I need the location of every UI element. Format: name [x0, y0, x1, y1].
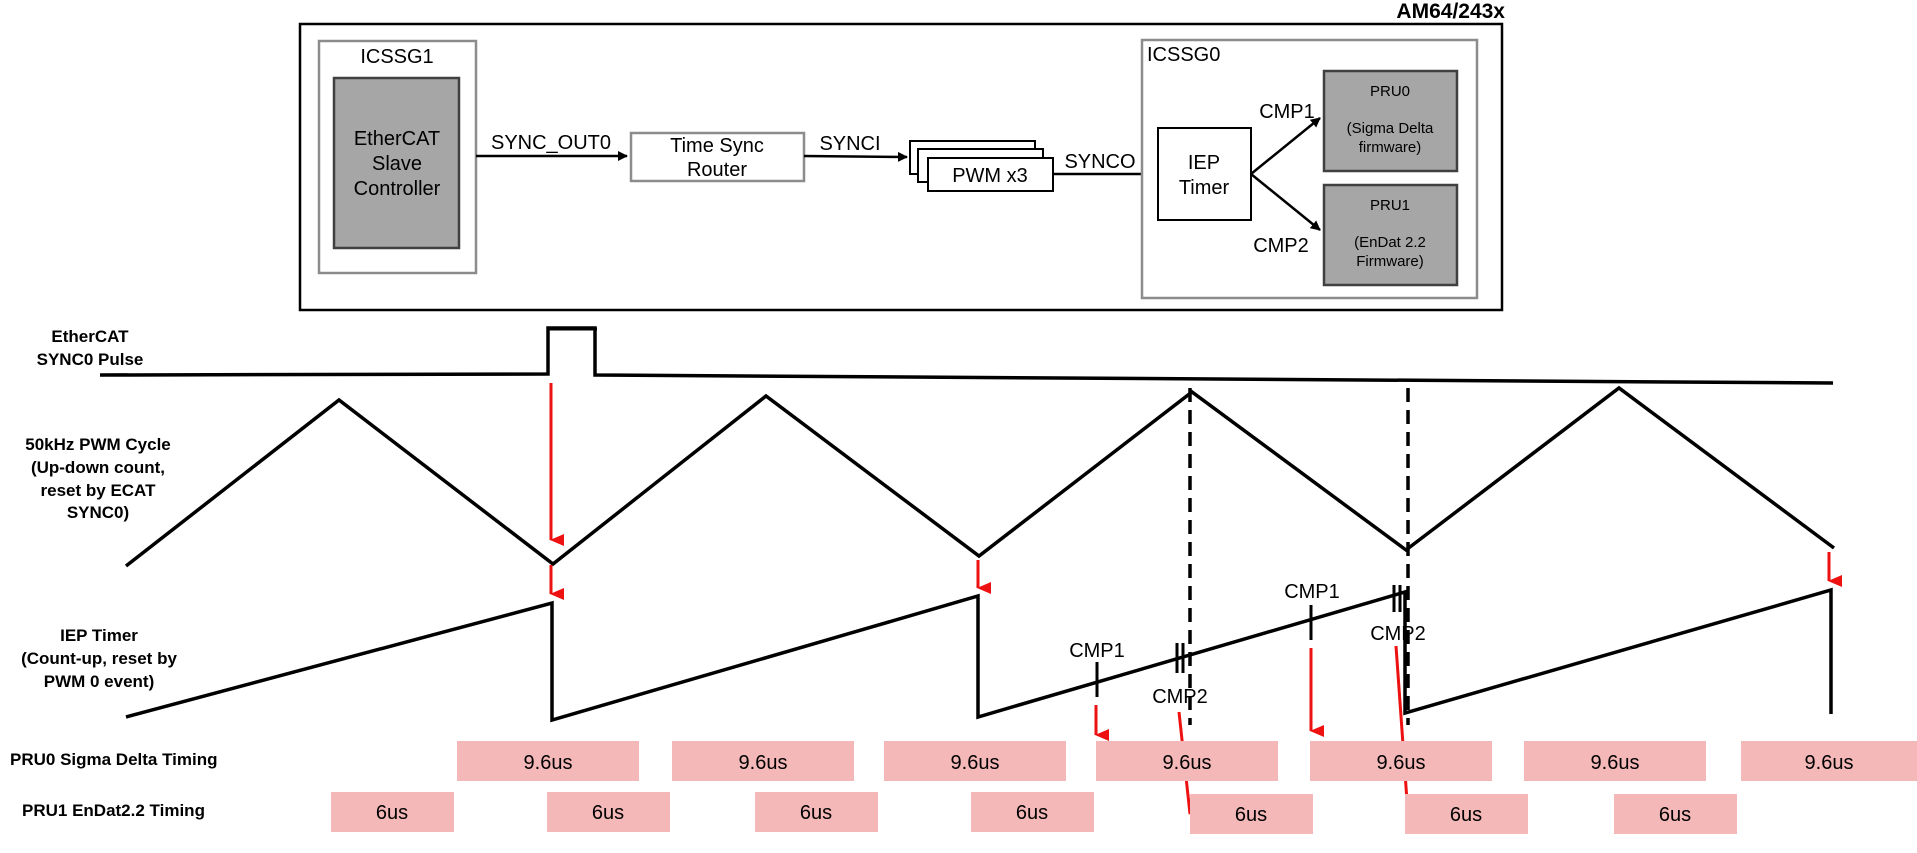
pru0-slot-7-label: 9.6us	[1805, 752, 1854, 774]
cmp1-block-label: CMP1	[1259, 101, 1315, 123]
pru0-slot-5	[1310, 741, 1492, 781]
pwm-row-label-1: 50kHz PWM Cycle	[25, 435, 171, 454]
iep-line-1: IEP	[1188, 152, 1220, 174]
pru1-slot-7	[1614, 794, 1737, 834]
pru0-slot-7	[1741, 741, 1917, 781]
pru1-slot-1-label: 6us	[376, 802, 408, 824]
iep-timer-block	[1157, 127, 1252, 221]
pru1-slot-2	[547, 792, 670, 832]
pru0-slot-3-label: 9.6us	[951, 752, 1000, 774]
pru1-slot-4-label: 6us	[1016, 802, 1048, 824]
pru1-block	[1322, 183, 1459, 287]
pru1-slot-3-label: 6us	[800, 802, 832, 824]
iep-row-label-2: (Count-up, reset by	[21, 649, 177, 668]
cmp1-timeline-label-1: CMP1	[1069, 640, 1125, 662]
iep-line-2: Timer	[1179, 177, 1230, 199]
cmp1-arrow	[1250, 117, 1321, 175]
router-line-2: Router	[687, 159, 747, 181]
iep-row-label-3: PWM 0 event)	[44, 672, 155, 691]
iep-row-label-1: IEP Timer	[60, 626, 138, 645]
pru0-row-label: PRU0 Sigma Delta Timing	[10, 750, 218, 769]
waveforms	[99, 326, 1836, 725]
cmp1-timeline-label-2: CMP1	[1284, 581, 1340, 603]
icssg0-label: ICSSG0	[1147, 44, 1220, 66]
cmp2-block-label: CMP2	[1253, 235, 1309, 257]
sync0-pulse-wave	[99, 326, 1834, 385]
pru1-slot-5-label: 6us	[1235, 804, 1267, 826]
pwm-label: PWM x3	[952, 165, 1028, 187]
pru0-desc-1: (Sigma Delta	[1347, 120, 1434, 137]
pru0-timing-row: 9.6us 9.6us 9.6us 9.6us 9.6us 9.6us 9.6u…	[457, 741, 1917, 781]
icssg1-label: ICSSG1	[360, 46, 433, 68]
pwm-row-label-4: SYNC0)	[67, 503, 129, 522]
pru1-slot-2-label: 6us	[592, 802, 624, 824]
pru0-slot-1-label: 9.6us	[524, 752, 573, 774]
pru0-slot-2-label: 9.6us	[739, 752, 788, 774]
pwm-row-label-2: (Up-down count,	[31, 458, 165, 477]
sync0-row-label-2: SYNC0 Pulse	[37, 350, 144, 369]
pru0-slot-4-label: 9.6us	[1163, 752, 1212, 774]
cmp2-timeline-label-2: CMP2	[1370, 623, 1426, 645]
pru1-slot-4	[971, 792, 1094, 832]
pru0-slot-5-label: 9.6us	[1377, 752, 1426, 774]
pru1-slot-7-label: 6us	[1659, 804, 1691, 826]
pwm-row-label-3: reset by ECAT	[41, 481, 157, 500]
pru0-slot-6	[1524, 741, 1706, 781]
pru0-slot-1	[457, 741, 639, 781]
pru1-title: PRU1	[1370, 197, 1410, 214]
cmp2-timeline-label-1: CMP2	[1152, 686, 1208, 708]
pwm-triangle-wave	[124, 385, 1836, 568]
synco-label: SYNCO	[1064, 151, 1135, 173]
pru1-row-label: PRU1 EnDat2.2 Timing	[22, 801, 205, 820]
controller-line-2: Slave	[372, 153, 422, 175]
synci-arrow	[803, 151, 908, 162]
pru1-slot-6-label: 6us	[1450, 804, 1482, 826]
pru1-slot-6	[1405, 794, 1528, 834]
pru0-slot-6-label: 9.6us	[1591, 752, 1640, 774]
row-labels: EtherCAT SYNC0 Pulse 50kHz PWM Cycle (Up…	[10, 327, 218, 820]
pru1-timing-row: 6us 6us 6us 6us 6us 6us 6us	[331, 792, 1737, 834]
pru1-slot-3	[755, 792, 878, 832]
pru0-block	[1322, 69, 1459, 173]
pru1-desc-2: Firmware)	[1356, 253, 1424, 270]
iep-sawtooth-wave	[125, 587, 1833, 723]
ethercat-controller-block	[332, 76, 461, 250]
router-line-1: Time Sync	[670, 135, 764, 157]
pru0-slot-4	[1096, 741, 1278, 781]
pru0-slot-2	[672, 741, 854, 781]
controller-line-3: Controller	[354, 178, 441, 200]
sync0-row-label-1: EtherCAT	[51, 327, 129, 346]
chip-title: AM64/243x	[1396, 0, 1505, 23]
block-diagram: AM64/243x ICSSG1 EtherCAT Slave Controll…	[298, 0, 1505, 312]
pru0-title: PRU0	[1370, 83, 1410, 100]
pru1-slot-1	[331, 792, 454, 832]
cmp2-arrow	[1250, 173, 1321, 231]
sync-out0-label: SYNC_OUT0	[491, 132, 611, 154]
pru0-slot-3	[884, 741, 1066, 781]
cmp-markers: CMP1 CMP2 CMP1 CMP2	[1069, 581, 1426, 708]
pru0-desc-2: firmware)	[1359, 139, 1422, 156]
synci-label: SYNCI	[819, 133, 880, 155]
cmp2-event-arrow-2	[1394, 645, 1422, 821]
pru1-slot-5	[1190, 794, 1313, 834]
pru1-desc-1: (EnDat 2.2	[1354, 234, 1426, 251]
controller-line-1: EtherCAT	[354, 128, 440, 150]
